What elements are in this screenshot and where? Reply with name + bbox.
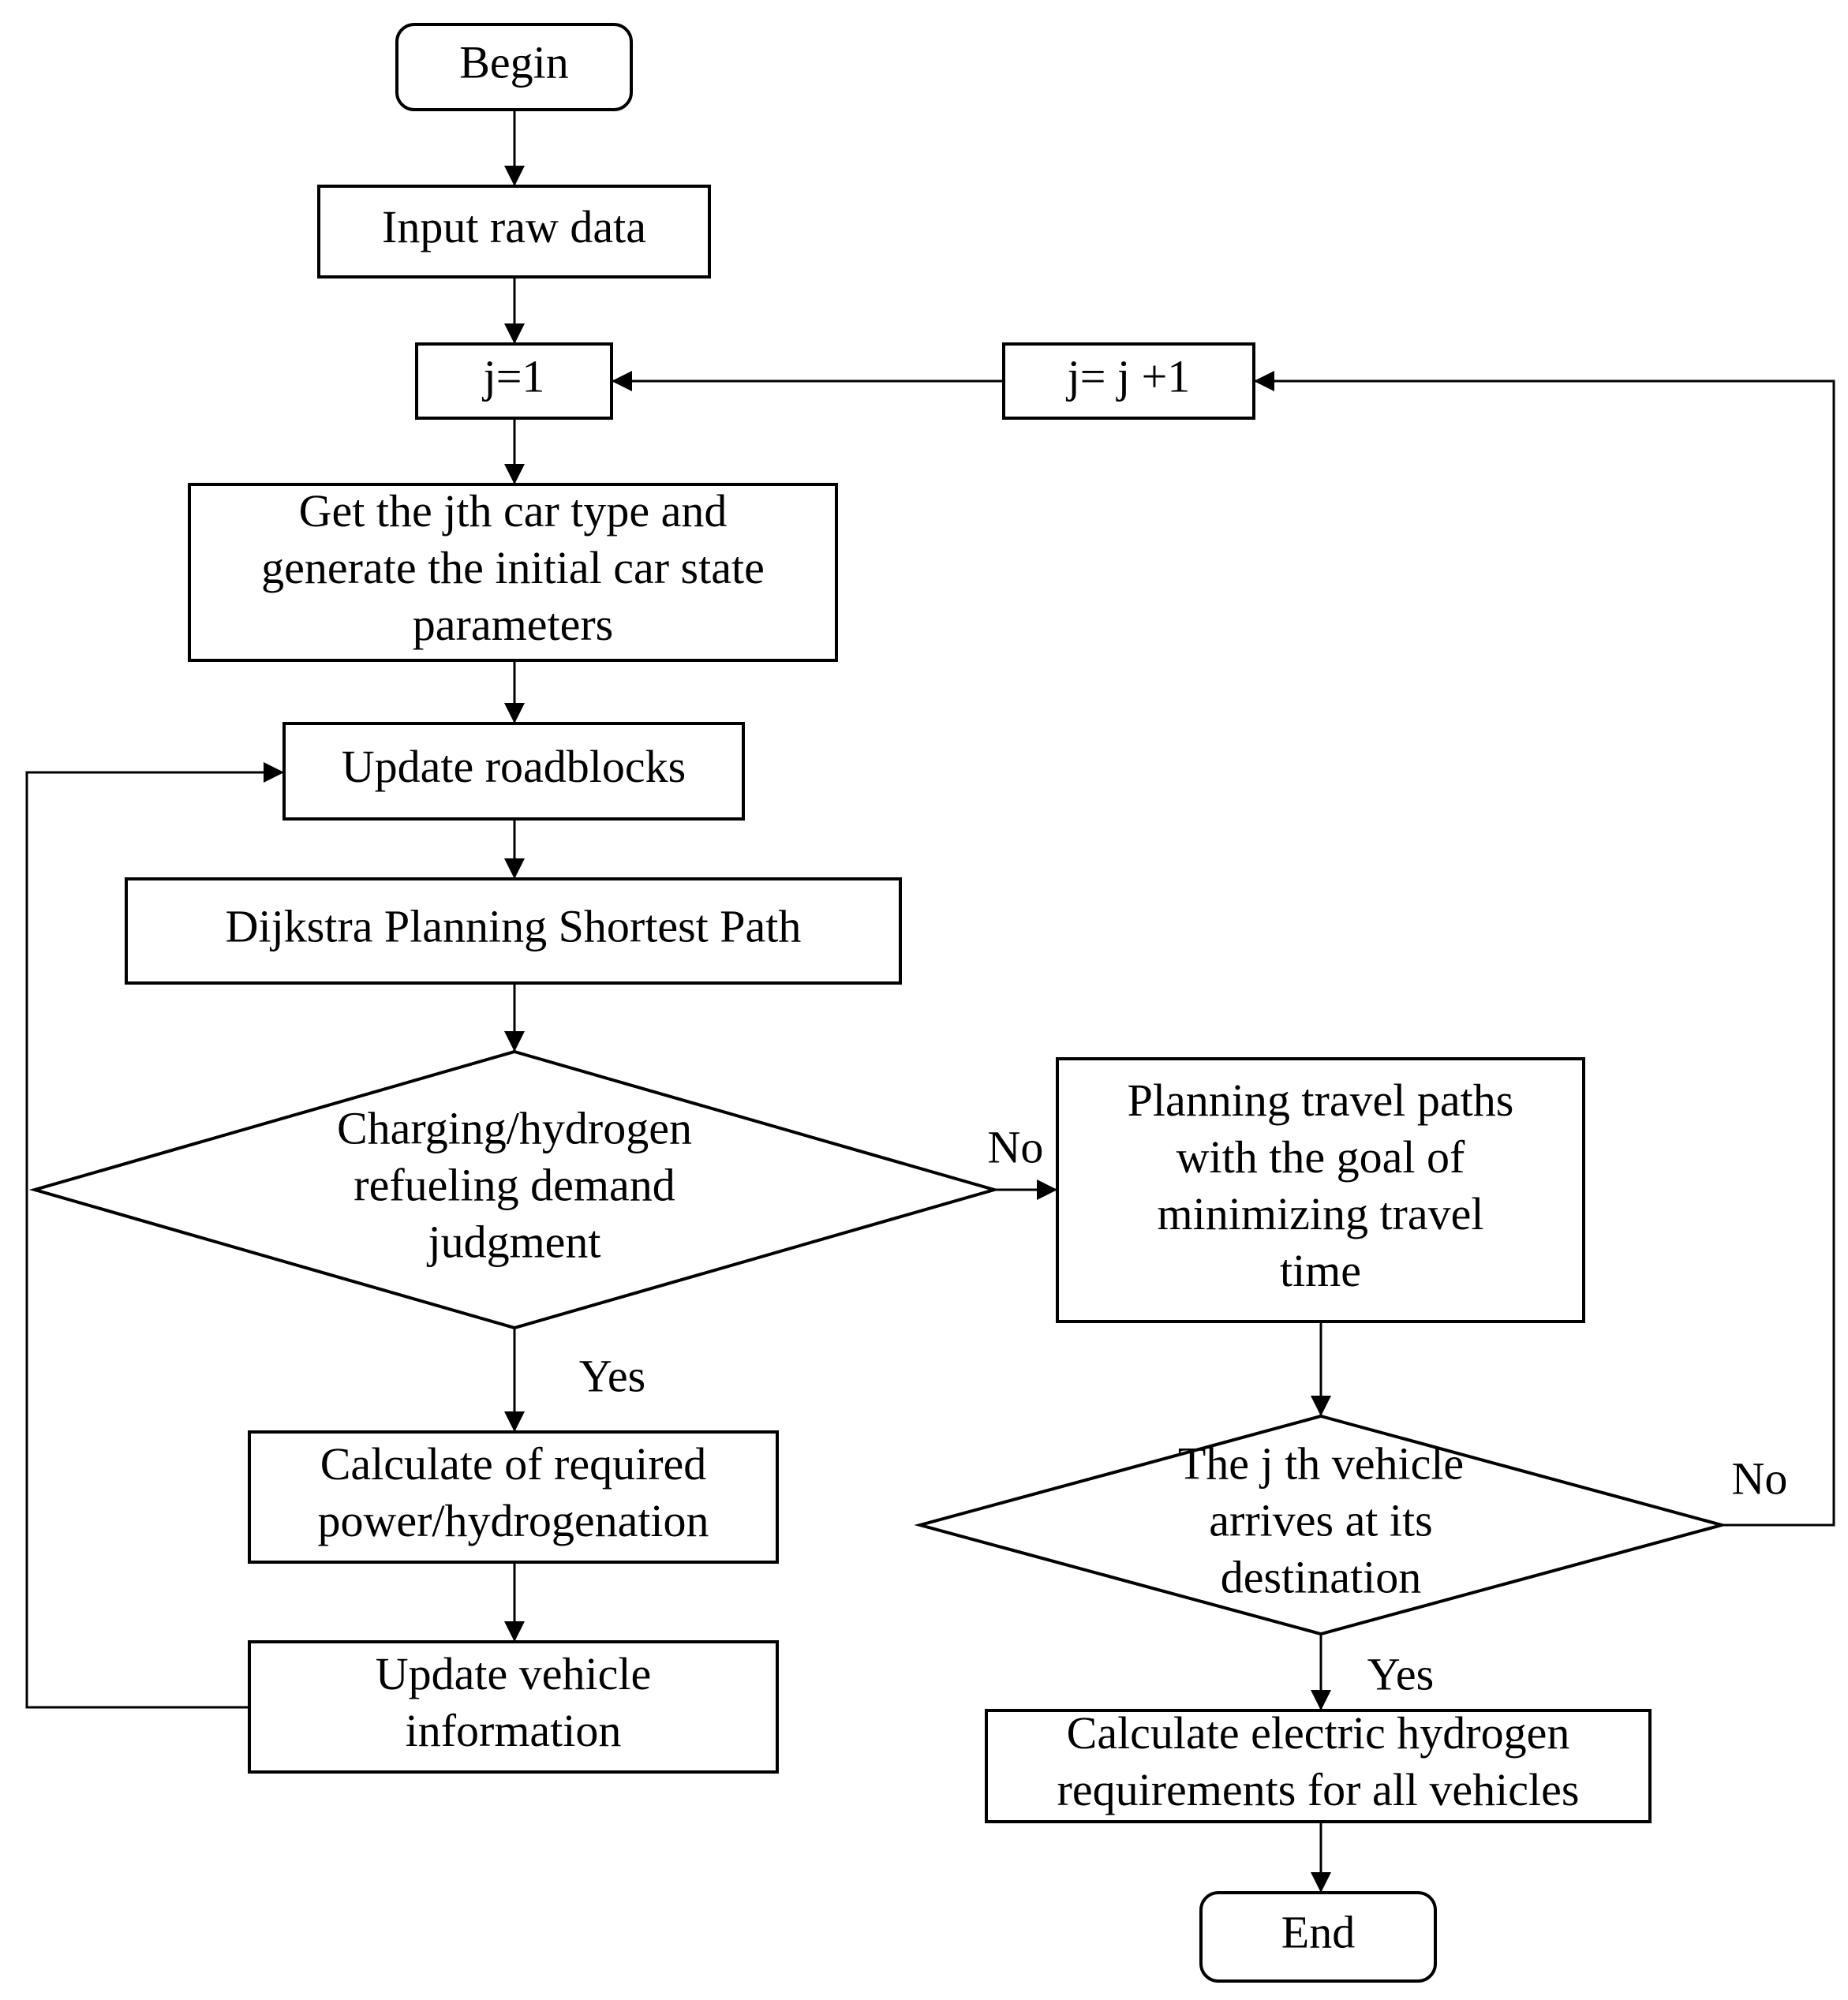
end-terminal-shape <box>1199 1891 1437 1983</box>
init-j-process-shape <box>415 342 613 420</box>
init-j-text-line-1: j=1 <box>482 350 545 402</box>
calc-all-text-line-2: requirements for all vehicles <box>1057 1764 1580 1815</box>
get-car-text-line-3: parameters <box>413 599 613 650</box>
plan-paths-process-shape <box>1056 1057 1585 1323</box>
demand-text-line-2: refueling demand <box>354 1159 675 1210</box>
arrives-decision-shape <box>914 1414 1728 1636</box>
edge-label-demand-no: No <box>988 1121 1044 1172</box>
plan-paths-text-line-4: time <box>1280 1245 1361 1296</box>
dijkstra-text-line-1: Dijkstra Planning Shortest Path <box>226 900 802 951</box>
node-dijkstra: Dijkstra Planning Shortest Path <box>125 877 902 985</box>
get-car-text-line-2: generate the initial car state <box>261 542 765 593</box>
edge-label-arrives-no: No <box>1732 1452 1788 1504</box>
node-init-j: j=1 <box>415 342 613 420</box>
calc-power-process-shape <box>248 1430 779 1564</box>
plan-paths-text-line-3: minimizing travel <box>1158 1188 1484 1239</box>
node-incr-j: j= j +1 <box>1002 342 1255 420</box>
incr-j-process-shape <box>1002 342 1255 420</box>
update-vehicle-text-line-2: information <box>406 1705 622 1756</box>
update-roadblocks-process-shape <box>282 722 745 821</box>
dijkstra-process-shape <box>125 877 902 985</box>
begin-text-line-1: Begin <box>459 36 569 88</box>
node-calc-all: Calculate electric hydrogenrequirements … <box>985 1707 1652 1823</box>
incr-j-text-line-1: j= j +1 <box>1066 350 1191 402</box>
arrives-text-line-3: destination <box>1221 1551 1422 1602</box>
plan-paths-text-line-1: Planning travel paths <box>1128 1075 1514 1126</box>
end-text-line-1: End <box>1281 1906 1355 1957</box>
calc-power-text-line-1: Calculate of required <box>320 1438 707 1490</box>
update-vehicle-text-line-1: Update vehicle <box>376 1648 651 1699</box>
update-roadblocks-text-line-1: Update roadblocks <box>342 741 686 792</box>
get-car-text-line-1: Get the jth car type and <box>299 485 728 536</box>
edge-arrives-to-incr-j <box>1254 371 1835 1527</box>
input-process-shape <box>317 185 711 279</box>
arrives-text-line-1: The j th vehicle <box>1178 1437 1464 1489</box>
node-input: Input raw data <box>317 185 711 279</box>
node-get-car: Get the jth car type and generate the ini… <box>188 483 838 662</box>
begin-terminal-shape <box>395 23 633 111</box>
get-car-process-shape <box>188 483 838 662</box>
calc-all-text-line-1: Calculate electric hydrogen <box>1067 1707 1570 1759</box>
input-text-line-1: Input raw data <box>382 201 646 252</box>
node-demand: Charging/hydrogen refueling demand judgmen… <box>28 1049 1001 1330</box>
edge-update-vehicle-to-update-roadblocks <box>25 762 284 1709</box>
calc-power-text-line-2: power/hydrogenation <box>317 1495 709 1546</box>
demand-text-line-1: Charging/hydrogen <box>337 1102 692 1153</box>
node-update-vehicle: Update vehicle information <box>248 1640 779 1774</box>
node-begin: Begin <box>395 23 633 111</box>
demand-decision-shape <box>28 1049 1001 1330</box>
plan-paths-text-line-2: with the goal of <box>1177 1131 1465 1183</box>
arrives-text-line-2: arrives at its <box>1209 1494 1432 1546</box>
edge-label-arrives-yes: Yes <box>1367 1648 1434 1699</box>
node-end: End <box>1199 1891 1437 1983</box>
edge-label-demand-yes: Yes <box>579 1350 645 1401</box>
edges-layer <box>25 110 1835 1893</box>
node-update-roadblocks: Update roadblocks <box>282 722 745 821</box>
calc-all-process-shape <box>985 1709 1652 1823</box>
demand-text-line-3: judgment <box>426 1216 600 1267</box>
update-vehicle-process-shape <box>248 1640 779 1774</box>
